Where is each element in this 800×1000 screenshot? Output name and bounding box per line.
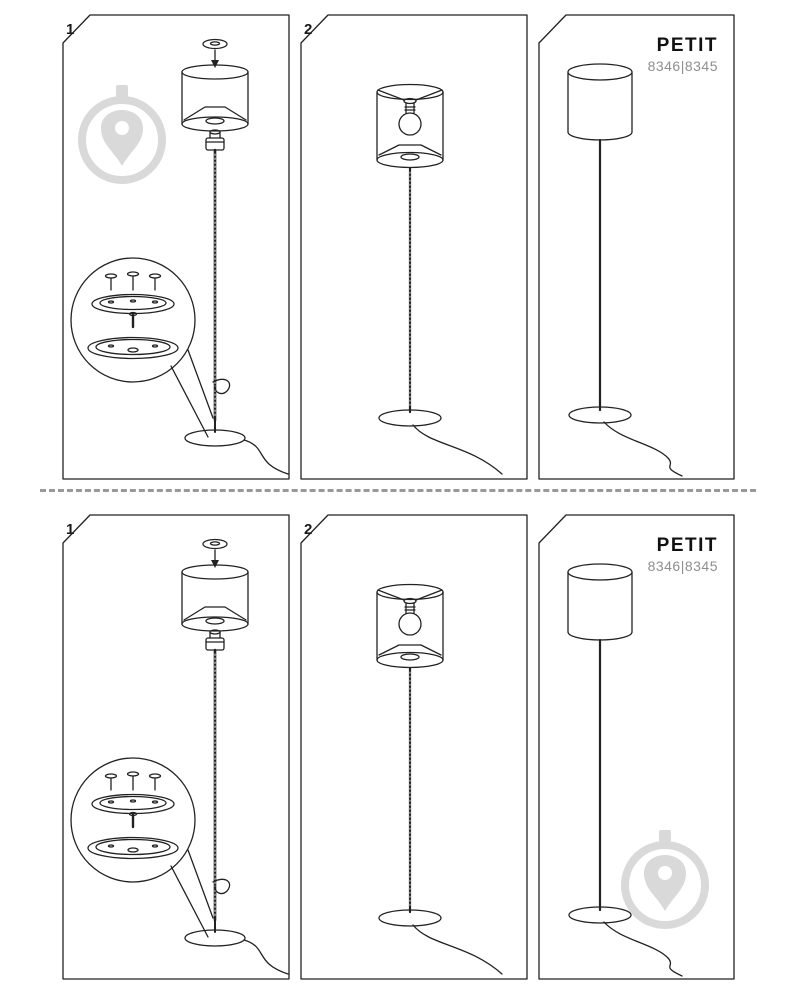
diagram-canvas-bottom xyxy=(61,514,736,981)
step-number-1: 1 xyxy=(66,21,75,38)
step-number-1: 1 xyxy=(66,521,75,538)
instruction-section-top: 1 2 PETIT 8346|8345 xyxy=(0,14,800,484)
step-number-2: 2 xyxy=(304,21,313,38)
step-number-2: 2 xyxy=(304,521,313,538)
product-brand: PETIT 8346|8345 xyxy=(648,34,718,75)
instruction-section-bottom: 1 2 PETIT 8346|8345 xyxy=(0,514,800,984)
product-model-number: 8346|8345 xyxy=(647,57,718,74)
section-divider xyxy=(40,489,756,492)
diagram-canvas-top xyxy=(61,14,736,481)
brand-watermark-icon xyxy=(82,85,162,180)
product-title: PETIT xyxy=(656,535,718,556)
product-brand: PETIT 8346|8345 xyxy=(648,534,718,575)
brand-watermark-icon xyxy=(625,830,705,925)
product-title: PETIT xyxy=(656,35,718,56)
assembly-line-art xyxy=(61,14,736,481)
product-model-number: 8346|8345 xyxy=(647,557,718,574)
